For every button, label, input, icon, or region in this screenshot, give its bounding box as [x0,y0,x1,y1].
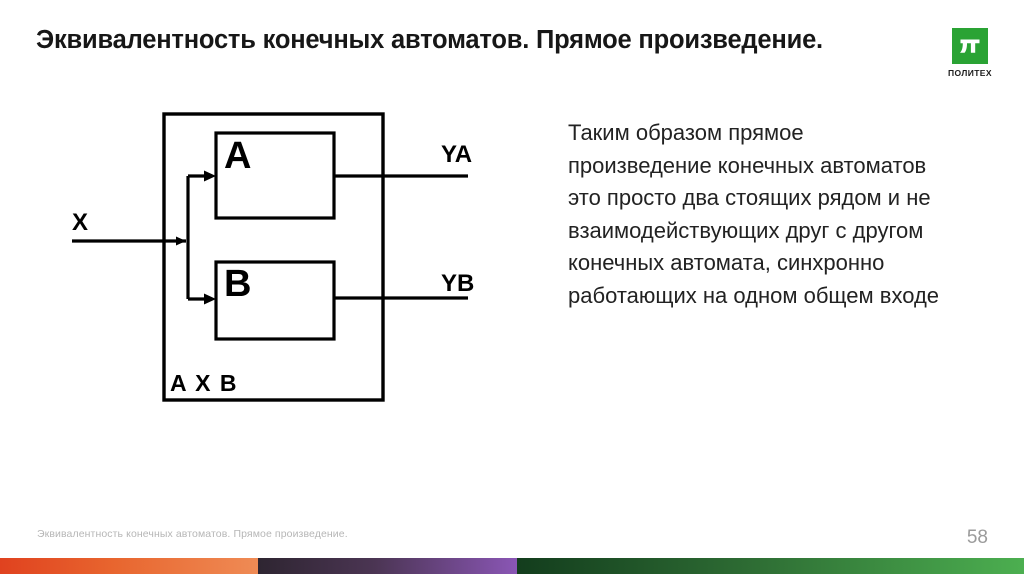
outer-block-label-axb: A X B [170,370,238,396]
output-label-ya: YA [441,141,473,168]
outer-block-axb [162,112,385,402]
page-title: Эквивалентность конечных автоматов. Прям… [36,26,823,54]
accent-segment-green [517,558,1024,574]
branch-b-arrowhead [204,293,216,305]
explanation-paragraph: Таким образом прямое произведение конечн… [568,120,940,308]
accent-bar [0,558,1024,574]
accent-segment-purple [258,558,517,574]
logo: ПОЛИТЕХ [939,28,1001,78]
polytech-pi-icon [952,28,988,64]
block-b-label: B [224,263,252,305]
output-label-yb: YB [441,270,475,297]
accent-segment-orange [0,558,258,574]
block-a-label: A [224,135,252,177]
input-arrowhead [176,236,186,246]
branch-a-arrowhead [204,170,216,182]
input-label-x: X [72,209,89,236]
logo-caption: ПОЛИТЕХ [948,68,992,78]
page-number: 58 [966,527,988,548]
footer-note: Эквивалентность конечных автоматов. Прям… [37,528,348,540]
